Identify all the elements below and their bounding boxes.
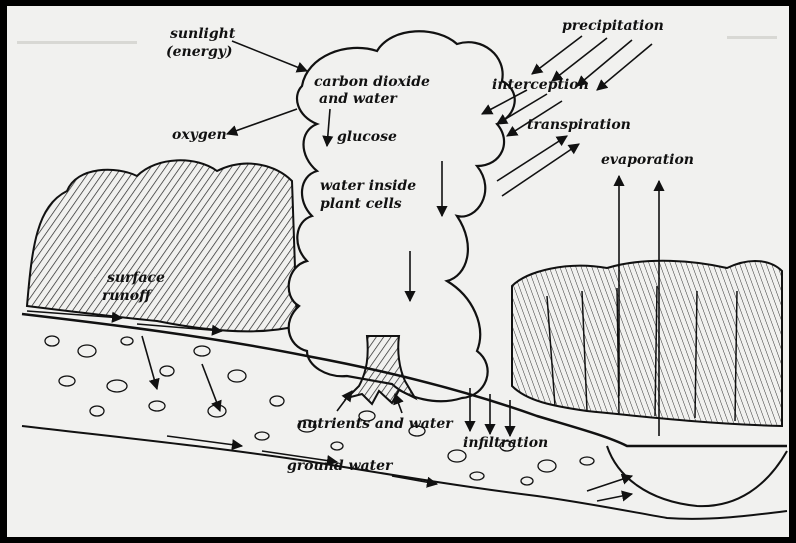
diagram-canvas: sunlight (energy) carbon dioxide and wat… [7,6,789,537]
label-infiltration: infiltration [463,435,548,451]
label-and-water: and water [319,91,397,107]
right-forest [512,261,782,426]
pond-basin [607,446,787,506]
label-glucose: glucose [337,129,397,145]
label-surface: surface [107,270,165,286]
label-carbon-dioxide: carbon dioxide [314,74,430,90]
ghost-text-line [727,36,777,39]
precipitation-arrow-2 [552,38,607,81]
label-water-inside: water inside [320,178,416,194]
sunlight-arrow [232,41,307,71]
ground-water-layer [22,426,787,519]
ghost-text-line [17,41,137,44]
label-nutrients-and-water: nutrients and water [297,416,453,432]
nutrients-arrow-1 [337,391,352,411]
label-precipitation: precipitation [562,18,664,34]
groundwater-arrow-5 [597,494,632,501]
precipitation-arrow-4 [597,44,652,90]
label-oxygen: oxygen [172,127,227,143]
groundwater-arrow-4 [587,476,632,491]
label-evaporation: evaporation [601,152,694,168]
oxygen-arrow [227,109,297,134]
label-plant-cells: plant cells [320,196,402,212]
label-energy: (energy) [166,44,233,60]
nutrients-arrow-2 [395,394,402,413]
label-transpiration: transpiration [527,117,631,133]
precipitation-arrow-1 [532,36,582,74]
label-interception: interception [492,77,589,93]
infiltration-arrow-1 [142,336,157,389]
left-forest [27,160,297,331]
label-sunlight: sunlight [170,26,235,42]
label-runoff: runoff [102,288,151,304]
infiltration-arrow-2 [202,364,220,411]
label-ground-water: ground water [287,458,392,474]
